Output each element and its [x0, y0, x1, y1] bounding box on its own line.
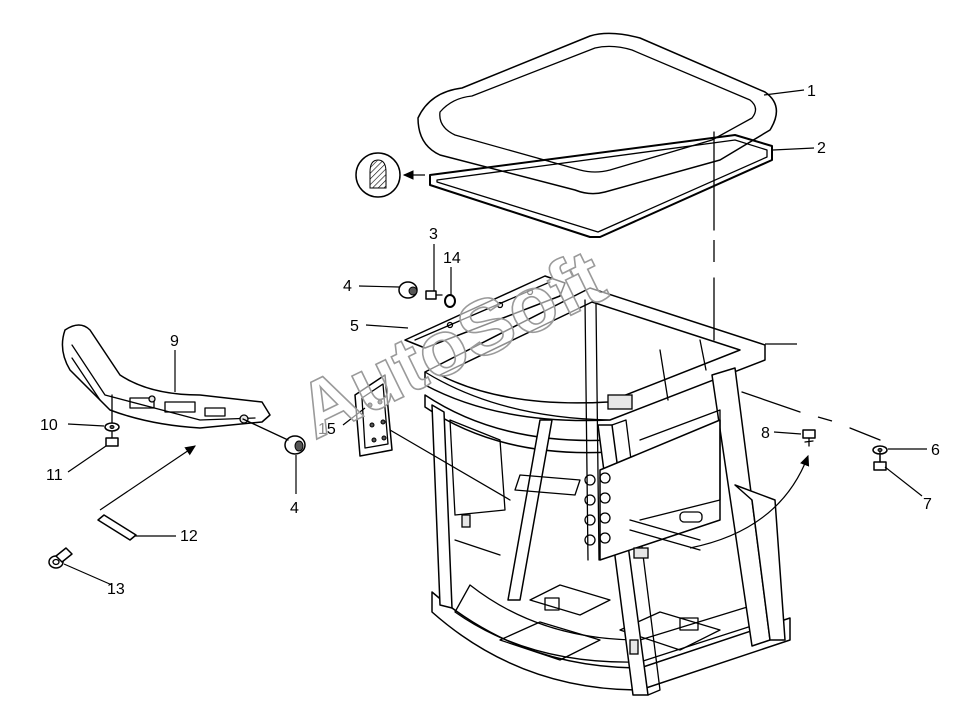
callout-4-lower: 4	[290, 500, 299, 517]
callout-2: 2	[817, 140, 826, 157]
panel-holes	[584, 472, 611, 546]
plug-upper	[398, 281, 418, 299]
front-header-bar	[404, 275, 566, 349]
front-trim-piece	[61, 324, 271, 429]
callout-14: 14	[443, 250, 461, 267]
callout-11: 11	[46, 467, 63, 484]
bolt-3	[425, 290, 443, 300]
screw-11	[105, 431, 119, 447]
callout-5: 5	[350, 318, 359, 335]
callout-8: 8	[761, 425, 770, 442]
label-plate-12	[97, 514, 137, 541]
washer-14	[444, 294, 456, 308]
cab-frame	[424, 287, 791, 696]
roof-panel	[417, 32, 778, 195]
knob-13	[48, 547, 73, 569]
callout-labels: 1 2 3 14 4 5 9 15 10 11 4 12 13 8 6 7	[40, 83, 940, 598]
callout-10: 10	[40, 417, 58, 434]
callout-7: 7	[923, 496, 932, 513]
callout-9: 9	[170, 333, 179, 350]
callout-6: 6	[931, 442, 940, 459]
callout-13: 13	[107, 581, 125, 598]
leader-lines	[63, 89, 927, 586]
callout-4-upper: 4	[343, 278, 352, 295]
callout-15: 15	[318, 421, 336, 438]
washer-10	[104, 422, 120, 432]
plug-lower	[284, 435, 306, 455]
callout-12: 12	[180, 528, 198, 545]
callout-3: 3	[429, 226, 438, 243]
callout-1: 1	[807, 83, 816, 100]
mount-plate	[354, 374, 511, 501]
assembly-indicators	[99, 131, 881, 549]
roof-seal	[355, 134, 773, 238]
bolt-8	[802, 429, 816, 447]
